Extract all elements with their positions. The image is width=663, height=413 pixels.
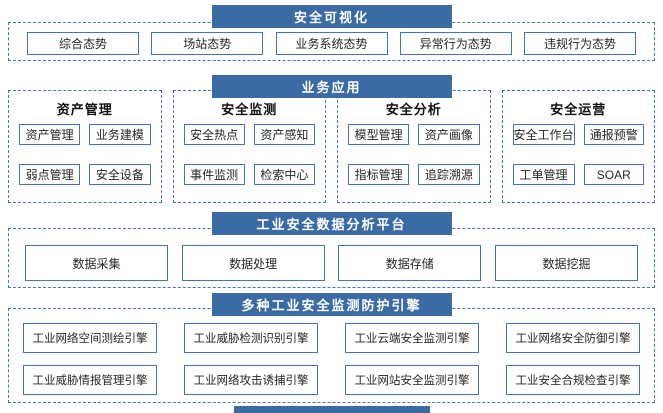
group-box: 工单管理 [512, 164, 575, 185]
section-header-business: 业务应用 [211, 75, 452, 98]
partial-next-section-header-bar [233, 406, 430, 413]
group-title: 安全运营 [550, 102, 607, 117]
group-box: 弱点管理 [19, 164, 81, 185]
platform-box: 数据存储 [338, 245, 482, 281]
group-box: 指标管理 [348, 164, 410, 185]
group-box: 模型管理 [348, 124, 410, 145]
section-body-business: 资产管理 资产管理 业务建模 弱点管理 安全设备 安全监测 安全热点 资产感知 … [8, 90, 655, 203]
platform-box: 数据采集 [25, 245, 168, 281]
engine-box: 工业网络攻击诱捕引擎 [184, 365, 318, 395]
engine-box: 工业网络空间测绘引擎 [23, 323, 157, 353]
platform-box: 数据挖掘 [494, 245, 638, 281]
visualization-box: 业务系统态势 [275, 32, 388, 55]
group-security-monitoring: 安全监测 安全热点 资产感知 事件监测 检索中心 [172, 90, 326, 203]
group-security-analysis: 安全分析 模型管理 资产画像 指标管理 追踪溯源 [337, 90, 491, 203]
group-box: 资产画像 [418, 124, 480, 145]
section-header-platform: 工业安全数据分析平台 [211, 212, 452, 235]
group-box: 安全工作台 [512, 124, 575, 145]
section-header-visualization: 安全可视化 [211, 5, 452, 28]
section-body-visualization: 综合态势 场站态势 业务系统态势 异常行为态势 违规行为态势 [8, 22, 655, 61]
section-body-engines: 工业网络空间测绘引擎 工业威胁检测识别引擎 工业云端安全监测引擎 工业网络安全防… [8, 308, 655, 403]
group-box: 安全设备 [89, 164, 151, 185]
engine-box: 工业威胁检测识别引擎 [184, 323, 318, 353]
engines-row: 工业网络空间测绘引擎 工业威胁检测识别引擎 工业云端安全监测引擎 工业网络安全防… [23, 323, 640, 353]
section-body-platform: 数据采集 数据处理 数据存储 数据挖掘 [8, 228, 655, 288]
engine-box: 工业网络安全防御引擎 [506, 323, 640, 353]
group-box: 追踪溯源 [418, 164, 480, 185]
engine-box: 工业网站安全监测引擎 [345, 365, 479, 395]
engine-box: 工业安全合规检查引擎 [506, 365, 640, 395]
section-header-engines: 多种工业安全监测防护引擎 [211, 293, 452, 316]
group-security-operations: 安全运营 安全工作台 通报预警 工单管理 SOAR [501, 90, 655, 203]
group-grid: 资产管理 业务建模 弱点管理 安全设备 [19, 124, 151, 185]
group-box: 安全热点 [183, 124, 245, 145]
group-box: 事件监测 [183, 164, 245, 185]
group-box: SOAR [583, 164, 644, 185]
visualization-box: 异常行为态势 [399, 32, 512, 55]
group-box: 业务建模 [89, 124, 151, 145]
engine-box: 工业威胁情报管理引擎 [23, 365, 157, 395]
visualization-box: 场站态势 [151, 32, 264, 55]
engines-row: 工业威胁情报管理引擎 工业网络攻击诱捕引擎 工业网站安全监测引擎 工业安全合规检… [23, 365, 640, 395]
group-grid: 安全热点 资产感知 事件监测 检索中心 [183, 124, 315, 185]
group-box: 资产感知 [253, 124, 315, 145]
platform-box: 数据处理 [181, 245, 325, 281]
group-grid: 安全工作台 通报预警 工单管理 SOAR [512, 124, 644, 185]
visualization-box: 综合态势 [27, 32, 139, 55]
group-box: 通报预警 [583, 124, 644, 145]
group-title: 安全监测 [221, 102, 278, 117]
group-box: 资产管理 [19, 124, 81, 145]
engine-box: 工业云端安全监测引擎 [345, 323, 479, 353]
visualization-box: 违规行为态势 [524, 32, 636, 55]
group-asset-management: 资产管理 资产管理 业务建模 弱点管理 安全设备 [8, 90, 162, 203]
group-grid: 模型管理 资产画像 指标管理 追踪溯源 [348, 124, 480, 185]
group-box: 检索中心 [253, 164, 315, 185]
group-title: 安全分析 [385, 102, 442, 117]
group-title: 资产管理 [56, 102, 113, 117]
